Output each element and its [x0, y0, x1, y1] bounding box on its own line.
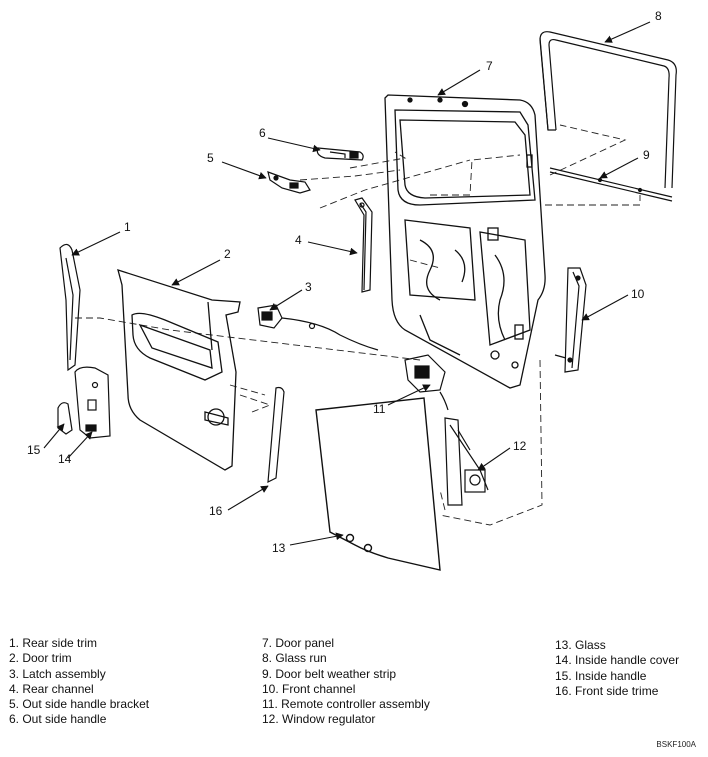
callout-16: 16	[209, 504, 223, 518]
legend-item: 13. Glass	[555, 638, 606, 652]
legend-item: 6. Out side handle	[9, 712, 107, 727]
callout-5: 5	[207, 151, 214, 165]
legend-item: 16. Front side trime	[555, 683, 659, 698]
callout-15: 15	[27, 443, 41, 457]
door-trim-part	[117, 269, 241, 471]
rear-side-trim-part	[59, 243, 81, 372]
callout-8: 8	[655, 9, 662, 23]
legend-item: 8. Glass run	[262, 651, 327, 666]
glass-part	[315, 397, 441, 571]
legend-item: 7. Door panel	[262, 636, 335, 650]
window-regulator-part	[444, 417, 489, 506]
glass-run-part	[539, 31, 677, 189]
legend-column-1: 1. Rear side trim 2. Door trim 3. Latch …	[9, 636, 149, 728]
callout-6: 6	[259, 126, 266, 140]
legend-item: 2. Door trim	[9, 651, 72, 666]
latch-assembly-part	[257, 304, 379, 351]
legend-item: 9. Door belt weather strip	[262, 666, 397, 681]
front-channel-part	[554, 267, 587, 373]
callout-4: 4	[295, 233, 302, 247]
inside-handle-part	[57, 402, 73, 435]
callout-14: 14	[58, 452, 72, 466]
callout-10: 10	[631, 287, 645, 301]
legend-item: 14. Inside handle cover	[555, 653, 680, 668]
outside-handle-part	[316, 147, 364, 161]
legend-item: 5. Out side handle bracket	[9, 697, 150, 712]
legend-item: 10. Front channel	[262, 681, 356, 696]
callout-numbers: 1 2 3 4 5 6 7 8 9 10 11 12 13 14 15 16	[27, 9, 662, 555]
callout-11: 11	[373, 402, 386, 416]
leader-arrows	[43, 21, 651, 546]
legend-column-2: 7. Door panel 8. Glass run 9. Door belt …	[262, 636, 430, 728]
rear-channel-part	[354, 197, 373, 293]
remote-controller-part	[404, 354, 449, 411]
callout-2: 2	[224, 247, 231, 261]
legend-item: 11. Remote controller assembly	[262, 697, 430, 712]
callout-7: 7	[486, 59, 493, 73]
legend-item: 15. Inside handle	[555, 668, 647, 683]
callout-3: 3	[305, 280, 312, 294]
exploded-door-diagram: 1 2 3 4 5 6 7 8 9 10 11 12 13 14 15 16	[27, 9, 677, 571]
callout-1: 1	[124, 220, 131, 234]
handle-bracket-part	[267, 171, 311, 194]
legend-item: 3. Latch assembly	[9, 666, 106, 681]
legend-column-3: 13. Glass 14. Inside handle cover 15. In…	[555, 638, 679, 699]
door-panel-part	[384, 94, 546, 389]
legend-item: 4. Rear channel	[9, 681, 94, 696]
figure-code: BSKF100A	[656, 740, 696, 749]
callout-13: 13	[272, 541, 286, 555]
callout-9: 9	[643, 148, 650, 162]
belt-weather-strip-part	[549, 167, 673, 202]
inside-handle-cover-part	[74, 366, 111, 439]
legend-item: 1. Rear side trim	[9, 636, 98, 650]
callout-12: 12	[513, 439, 527, 453]
legend-item: 12. Window regulator	[262, 712, 376, 727]
front-side-trim-part	[267, 386, 285, 484]
assembly-lines	[75, 124, 641, 526]
